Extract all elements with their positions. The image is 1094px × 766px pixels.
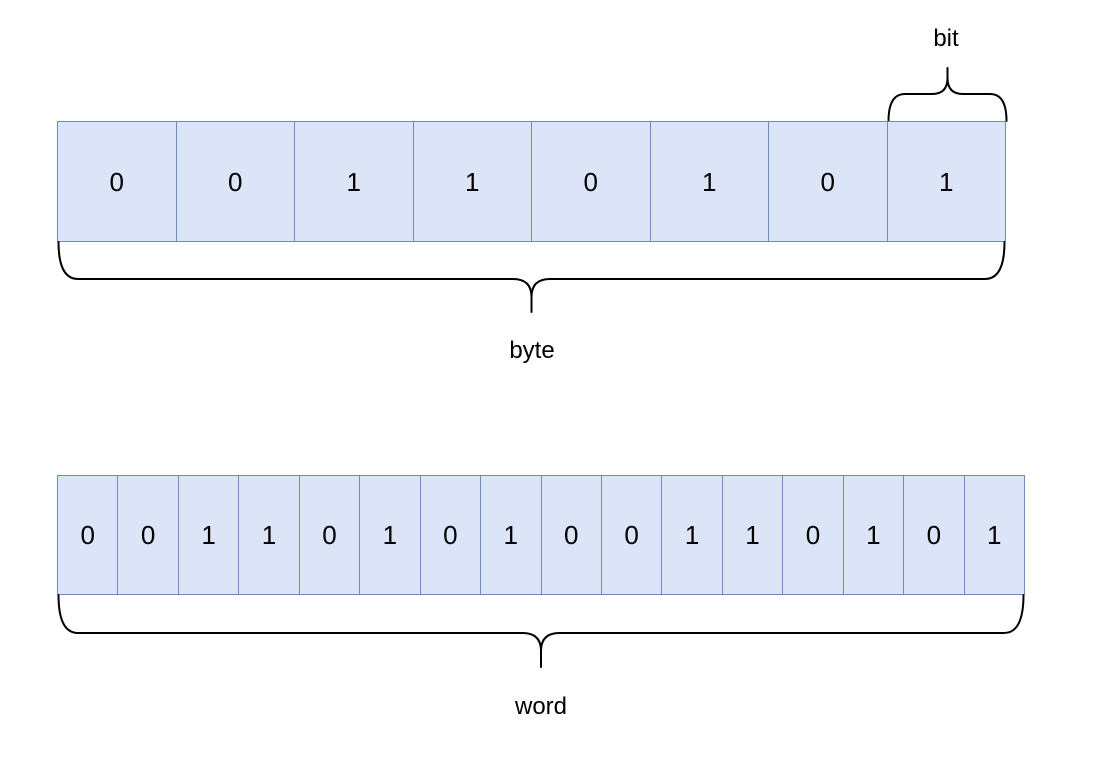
- bit-cell: 0: [109, 166, 124, 197]
- bit-cell: 1: [480, 476, 540, 594]
- bit-cell: 1: [886, 122, 1006, 241]
- bit-cell: 1: [294, 122, 413, 241]
- bit-cell: 0: [80, 520, 95, 550]
- bit-cell: 1: [359, 476, 419, 594]
- bit-cell: 0: [540, 476, 601, 594]
- bit-cell: 0: [768, 122, 887, 241]
- bit-label: bit: [933, 25, 959, 52]
- bit-cell: 0: [419, 476, 480, 594]
- bit-cell: 0: [298, 476, 359, 594]
- bit-brace: [887, 67, 1008, 122]
- byte-label: byte: [509, 337, 555, 364]
- bit-cell: 1: [661, 476, 721, 594]
- bit-cell: 1: [842, 476, 903, 594]
- bit-cell: 1: [721, 476, 782, 594]
- byte-brace: [57, 241, 1006, 313]
- bit-cell: 1: [412, 122, 532, 241]
- bit-cell: 1: [963, 476, 1024, 594]
- bit-cell: 1: [649, 122, 769, 241]
- bit-cell: 0: [782, 476, 842, 594]
- bit-cell: 0: [903, 476, 963, 594]
- bit-cell: 1: [177, 476, 238, 594]
- word-label: word: [514, 693, 568, 720]
- word-brace: [57, 594, 1025, 668]
- bit-cell: 0: [600, 476, 661, 594]
- bit-cell: 0: [175, 122, 295, 241]
- bit-cell: 0: [531, 122, 650, 241]
- bit-cell: 0: [117, 476, 177, 594]
- bit-cell: 1: [238, 476, 298, 594]
